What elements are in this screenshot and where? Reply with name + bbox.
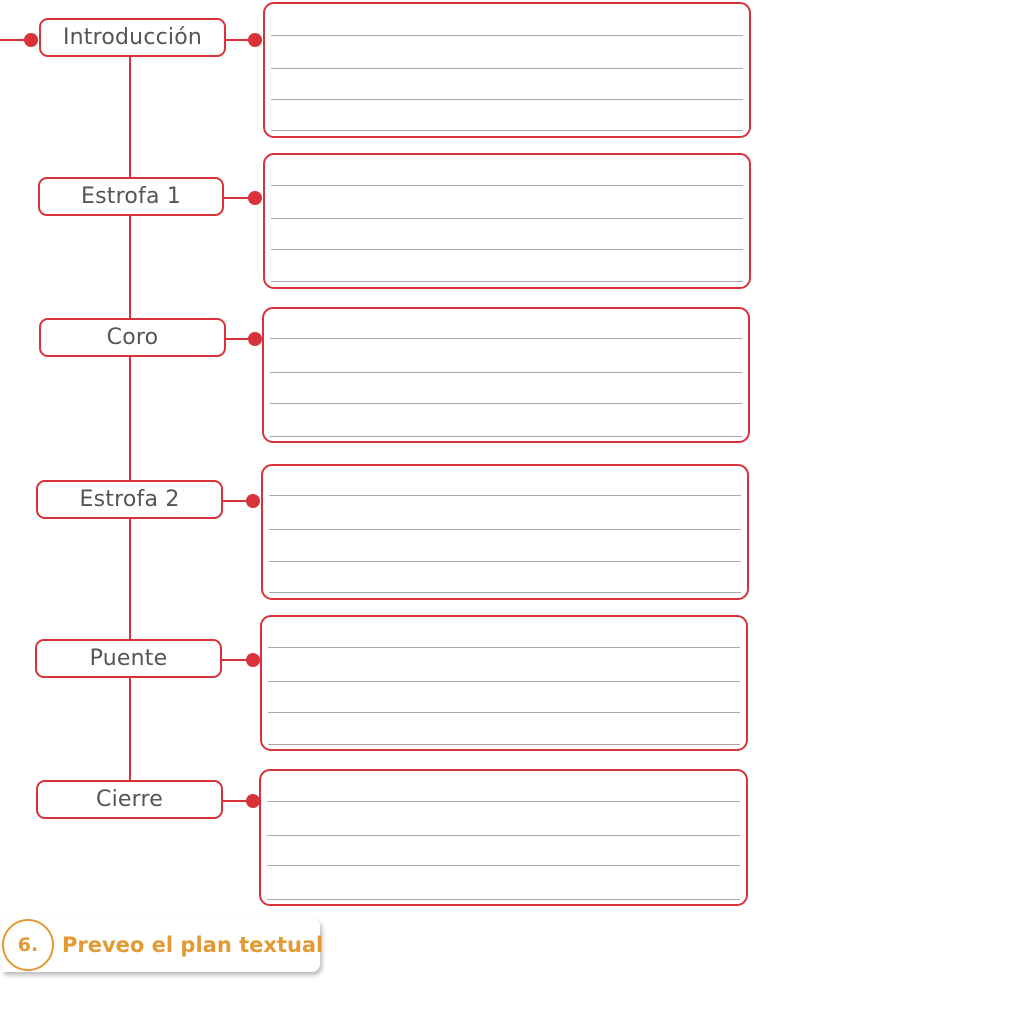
writing-box-estrofa-1[interactable] xyxy=(263,153,751,289)
writing-line xyxy=(268,681,740,682)
section-label-introduccion: Introducción xyxy=(39,18,226,57)
writing-line xyxy=(269,529,741,530)
section-connector xyxy=(226,338,256,340)
writing-line xyxy=(271,249,743,250)
writing-line xyxy=(270,403,742,404)
writing-line xyxy=(270,338,742,339)
writing-line xyxy=(270,436,742,437)
section-label-estrofa-2: Estrofa 2 xyxy=(36,480,223,519)
writing-box-coro[interactable] xyxy=(262,307,750,443)
lead-in-connector xyxy=(0,39,32,41)
section-connector xyxy=(224,197,256,199)
section-label-cierre: Cierre xyxy=(36,780,223,819)
writing-line xyxy=(271,130,743,131)
writing-line xyxy=(269,495,741,496)
writing-line xyxy=(271,185,743,186)
writing-line xyxy=(269,561,741,562)
writing-box-cierre[interactable] xyxy=(259,769,748,906)
writing-line xyxy=(268,647,740,648)
writing-line xyxy=(267,865,740,866)
writing-line xyxy=(267,835,740,836)
section-connector-dot xyxy=(248,33,262,47)
section-label-puente: Puente xyxy=(35,639,222,678)
section-connector xyxy=(226,39,256,41)
writing-box-estrofa-2[interactable] xyxy=(261,464,749,600)
section-connector-dot xyxy=(246,494,260,508)
step-title: Preveo el plan textual xyxy=(62,933,324,957)
step-heading: 6. Preveo el plan textual xyxy=(2,918,324,972)
writing-line xyxy=(268,712,740,713)
section-connector xyxy=(223,500,254,502)
section-connector xyxy=(222,659,254,661)
writing-line xyxy=(268,744,740,745)
section-label-coro: Coro xyxy=(39,318,226,357)
lead-in-dot xyxy=(24,33,38,47)
writing-line xyxy=(271,218,743,219)
writing-box-puente[interactable] xyxy=(260,615,748,751)
step-number-badge: 6. xyxy=(2,919,54,971)
section-connector-dot xyxy=(246,794,260,808)
section-label-estrofa-1: Estrofa 1 xyxy=(38,177,224,216)
writing-box-introduccion[interactable] xyxy=(263,2,751,138)
section-connector xyxy=(223,800,254,802)
spine-line xyxy=(129,56,131,782)
writing-line xyxy=(271,99,743,100)
writing-line xyxy=(270,372,742,373)
writing-line xyxy=(271,35,743,36)
writing-line xyxy=(271,68,743,69)
writing-line xyxy=(267,899,740,900)
section-connector-dot xyxy=(246,653,260,667)
section-connector-dot xyxy=(248,332,262,346)
writing-line xyxy=(269,592,741,593)
writing-line xyxy=(271,281,743,282)
section-connector-dot xyxy=(248,191,262,205)
writing-line xyxy=(267,801,740,802)
